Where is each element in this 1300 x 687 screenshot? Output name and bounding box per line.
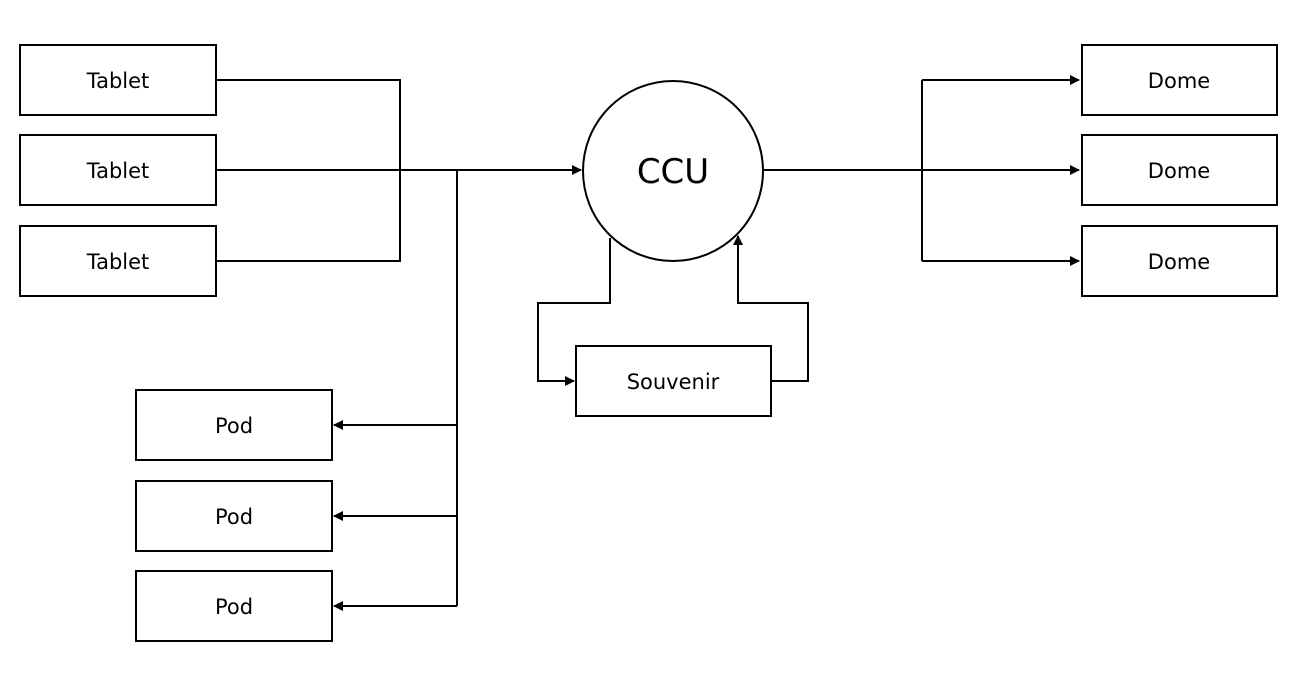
dome-label-3: Dome <box>1148 250 1210 274</box>
pod-node-3: Pod <box>135 570 333 642</box>
dome-node-3: Dome <box>1081 225 1278 297</box>
pod-label-3: Pod <box>215 595 253 619</box>
pod-node-2: Pod <box>135 480 333 552</box>
ccu-node: CCU <box>582 80 764 262</box>
tablet-node-1: Tablet <box>19 44 217 116</box>
tablet-node-2: Tablet <box>19 134 217 206</box>
dome-label-2: Dome <box>1148 159 1210 183</box>
tablet-label-1: Tablet <box>86 69 150 93</box>
ccu-label: CCU <box>637 152 709 192</box>
pod-label-2: Pod <box>215 505 253 529</box>
tablet-1-connector <box>216 79 401 170</box>
tablet-node-3: Tablet <box>19 225 217 297</box>
dome-label-1: Dome <box>1148 69 1210 93</box>
pod-label-1: Pod <box>215 414 253 438</box>
tablet-label-2: Tablet <box>86 159 150 183</box>
tablet-3-connector <box>216 170 401 262</box>
pod-node-1: Pod <box>135 389 333 461</box>
souvenir-to-ccu-arrow <box>733 235 809 382</box>
dome-node-1: Dome <box>1081 44 1278 116</box>
ccu-to-souvenir-arrow <box>537 238 611 386</box>
souvenir-label: Souvenir <box>627 370 720 394</box>
dome-node-2: Dome <box>1081 134 1278 206</box>
souvenir-node: Souvenir <box>575 345 772 417</box>
tablet-label-3: Tablet <box>86 250 150 274</box>
